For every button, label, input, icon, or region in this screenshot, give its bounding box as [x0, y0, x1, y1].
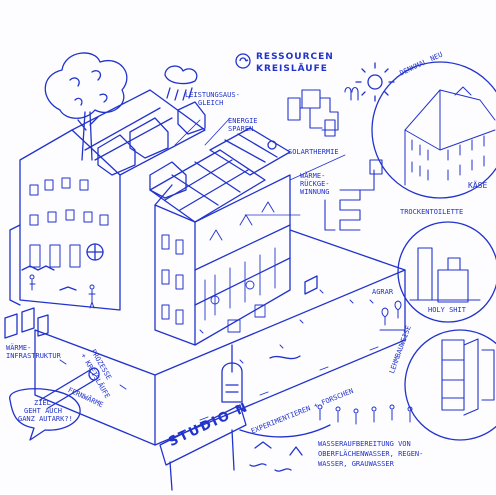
label-ziel-3: GANZ AUTARK?! [18, 415, 73, 423]
label-wasser-1: WASSERAUFBEREITUNG VON [318, 440, 411, 448]
label-infra-2: INFRASTRUKTUR [6, 352, 61, 360]
label-ziel-1: ZIEL [34, 399, 51, 407]
solar-panels [149, 127, 291, 223]
label-wasser-3: WASSER, GRAUWASSER [318, 460, 394, 468]
label-infra-1: WÄRME- [6, 344, 32, 352]
sun-drawing [355, 62, 395, 102]
label-kaese: KÄSE [468, 181, 488, 190]
label-ziel-2: GEHT AUCH [24, 407, 62, 415]
main-building [154, 174, 291, 346]
label-energie-1: ENERGIE [228, 117, 258, 125]
speech-bubble [9, 388, 81, 441]
heat-recovery-diagram [324, 159, 383, 231]
label-trockentoilette: TROCKENTOILETTE [400, 208, 464, 216]
ground-block [34, 229, 406, 446]
solar-thermal-diagram [287, 86, 359, 137]
clay-structure [441, 338, 495, 416]
waste-bins [4, 307, 49, 339]
title-line-2: KREISLÄUFE [256, 64, 328, 74]
studio-sign [159, 404, 247, 491]
dry-toilet [409, 247, 481, 303]
label-holy-shit: HOLY SHIT [428, 306, 466, 314]
district-heating-pipe [39, 367, 100, 409]
label-leistungsausgleich-2: GLEICH [198, 99, 224, 107]
label-waermerueck-1: WÄRME- [300, 172, 326, 180]
recycle-icon [234, 52, 252, 70]
callout-lines [174, 117, 346, 216]
agrar-plants [379, 300, 406, 331]
monument-building [404, 86, 496, 186]
label-leistungsausgleich-1: LEISTUNGSAUS- [185, 91, 240, 99]
left-building [9, 89, 206, 311]
label-agrar: AGRAR [372, 288, 394, 296]
vignette-circles [371, 61, 496, 441]
water-treatment-pipes [239, 424, 331, 472]
label-energie-2: SPAREN [228, 125, 254, 133]
label-wasser-2: OBERFLÄCHENWASSER, REGEN- [318, 450, 424, 458]
tree-drawing [44, 52, 128, 161]
label-waermerueck-3: WINNUNG [300, 188, 330, 196]
rain-cloud [164, 65, 198, 101]
label-solarthermie: SOLARTHERMIE [288, 148, 339, 156]
label-waermerueck-2: RÜCKGE- [300, 180, 330, 188]
people-figures [29, 274, 413, 425]
title-line-1: RESSOURCEN [256, 52, 334, 62]
